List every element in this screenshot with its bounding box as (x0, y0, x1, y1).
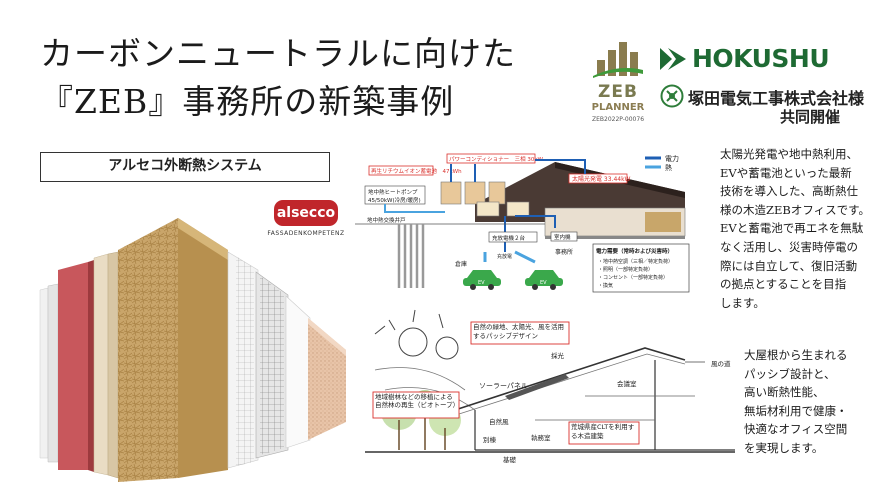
tsukada-name: 塚田電気工事株式会社様 (688, 89, 865, 108)
tsukada-emblem-icon (660, 84, 684, 108)
zeb-bars-icon (593, 42, 643, 78)
desc1-line: 際には自立して、復旧活動 (720, 258, 858, 273)
demand-item-1: ・地中熱空調（三相／特定負荷） (598, 258, 673, 265)
legend-heat: 熱 (665, 163, 672, 172)
ev-car-left: EV (463, 270, 501, 290)
desc1-line: EVや蓄電池といった最新 (720, 165, 852, 180)
zeb-word: ZEB (598, 82, 638, 102)
ground-label: 基礎 (503, 455, 517, 464)
power-conditioner-label: パワーコンディショナー 三相 30kW (449, 155, 544, 163)
desc2-line: パッシブ設計と、 (744, 366, 836, 381)
nature-label: 自然風 (489, 417, 509, 426)
desc1-line: 技術を導入した、高断熱仕 (720, 184, 858, 199)
light-label: 採光 (551, 351, 565, 360)
cohost-label: 共同開催 (780, 108, 841, 126)
title-line-1: カーボンニュートラルに向けた (40, 34, 516, 73)
alsecco-logo: alsecco FASSADENKOMPETENZ (266, 200, 346, 240)
solar-panel-label: ソーラーパネル (479, 382, 528, 390)
desc2-line: 無垢材利用で健康・ (744, 403, 848, 418)
sketch-label-passive: 自然の緑地、太陽光、風を活用するパッシブデザイン (473, 323, 564, 340)
wind-label: 風の道 (711, 359, 731, 368)
office-sketch-label: 執務室 (531, 433, 551, 442)
description-passive: 大屋根から生まれる パッシブ設計と、 高い断熱性能、 無垢材利用で健康・ 快適な… (744, 346, 868, 458)
annex-label: 別棟 (483, 435, 497, 444)
heat-pump-spec: 45/50kW(冷房/暖房) (368, 196, 421, 204)
desc1-line: します。 (720, 295, 765, 310)
desc2-line: 快適なオフィス空間 (744, 422, 848, 437)
energy-system-diagram: 電力 熱 太陽光発電 33.44kW 再生リチウムイオン蓄電池 47kWh パワ… (355, 153, 690, 293)
desc2-line: 高い断熱性能、 (744, 385, 825, 400)
sketch-label-biotope: 地域樹林などの移植による自然林の再生（ビオトープ） (375, 393, 457, 409)
description-energy: 太陽光発電や地中熱利用、 EVや蓄電池といった最新 技術を導入した、高断熱仕 様… (720, 145, 870, 312)
desc1-line: EVと蓄電池で再エネを無駄 (720, 221, 864, 236)
demand-item-3: ・コンセント（一部特定負荷） (598, 274, 668, 281)
ev-left-label: EV (478, 280, 485, 286)
passive-design-sketch: 自然の緑地、太陽光、風を活用するパッシブデザイン ソーラーパネル 採光 会議室 … (365, 309, 735, 464)
meeting-label: 会議室 (617, 379, 637, 388)
system-label: アルセコ外断熱システム (40, 152, 330, 182)
heat-pump-label: 地中熱ヒートポンプ (368, 188, 418, 196)
hokushu-mark-icon (660, 48, 686, 70)
geo-well-label: 地中熱交換井戸 (367, 216, 406, 224)
title-line-2: 『ZEB』事務所の新築事例 (40, 82, 455, 121)
alsecco-badge: alsecco (274, 200, 338, 226)
battery-label: 再生リチウムイオン蓄電池 47kWh (371, 167, 462, 175)
desc1-line: 様の木造ZEBオフィスです。 (720, 202, 870, 217)
office-label: 事務所 (555, 248, 573, 256)
hokushu-name: HOKUSHU (692, 44, 830, 73)
hokushu-logo: HOKUSHU (658, 44, 848, 74)
main-title: カーボンニュートラルに向けた 『ZEB』事務所の新築事例 (40, 30, 516, 126)
desc2-line: 大屋根から生まれる (744, 348, 848, 362)
zeb-sub: PLANNER (591, 102, 645, 113)
solar-label: 太陽光発電 33.44kW (572, 175, 631, 183)
zeb-code: ZEB2022P-00076 (591, 116, 645, 123)
zeb-planner-logo: ZEB PLANNER ZEB2022P-00076 (585, 38, 651, 128)
demand-item-2: ・照明（一部特定負荷） (598, 266, 653, 273)
ev-right-label: EV (540, 280, 547, 286)
desc1-line: なく活用し、災害時停電の (720, 239, 858, 254)
ev-car-right: EV (525, 270, 563, 290)
desc1-line: の拠点とすることを目指 (720, 277, 847, 292)
alsecco-sub: FASSADENKOMPETENZ (267, 230, 345, 237)
charger-label: 充放電 (497, 253, 512, 260)
tsukada-logo: 塚田電気工事株式会社様 (658, 84, 864, 110)
desc2-line: を実現します。 (744, 440, 824, 455)
room-unit-label: 室内機 (554, 233, 571, 241)
desc1-line: 太陽光発電や地中熱利用、 (720, 147, 858, 161)
legend-power: 電力 (665, 154, 679, 163)
insulation-layers-illustration (39, 218, 346, 482)
sketch-label-clt: 荒城県産CLTを利用する木造建築 (571, 423, 635, 440)
demand-title: 電力需要（常時および災害時） (596, 247, 673, 255)
v2h-label: 充放電機２台 (492, 234, 526, 242)
demand-item-4: ・換気 (598, 282, 613, 289)
garage-label: 倉庫 (455, 260, 467, 268)
